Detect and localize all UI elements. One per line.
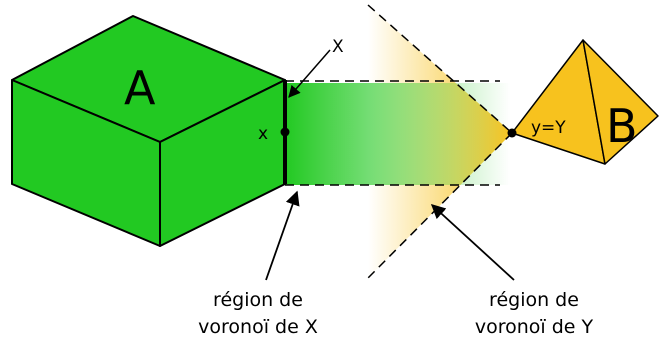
edge-x-label: X — [332, 37, 344, 57]
region-x-arrow — [265, 190, 300, 281]
region-y-boundary-upper — [367, 4, 513, 134]
cube-label: A — [124, 61, 156, 115]
region-y-arrow — [430, 204, 515, 281]
region-y-boundary-lower — [367, 132, 513, 279]
point-y — [507, 128, 517, 138]
point-x-label: x — [258, 124, 268, 144]
pyramid-right-face — [582, 39, 659, 165]
region-x-caption-line2: voronoï de X — [198, 316, 318, 338]
region-y-caption-line1: région de — [489, 289, 579, 311]
pyramid-label: B — [606, 99, 638, 153]
voronoi-region-x — [285, 83, 510, 185]
edge-x-pointer — [288, 49, 331, 98]
region-y-caption-line2: voronoï de Y — [475, 316, 594, 338]
cube-a — [11, 15, 286, 247]
pyramid-b — [511, 39, 659, 165]
point-y-label: y=Y — [531, 118, 566, 138]
point-x — [280, 127, 290, 137]
region-x-caption-line1: région de — [213, 289, 303, 311]
